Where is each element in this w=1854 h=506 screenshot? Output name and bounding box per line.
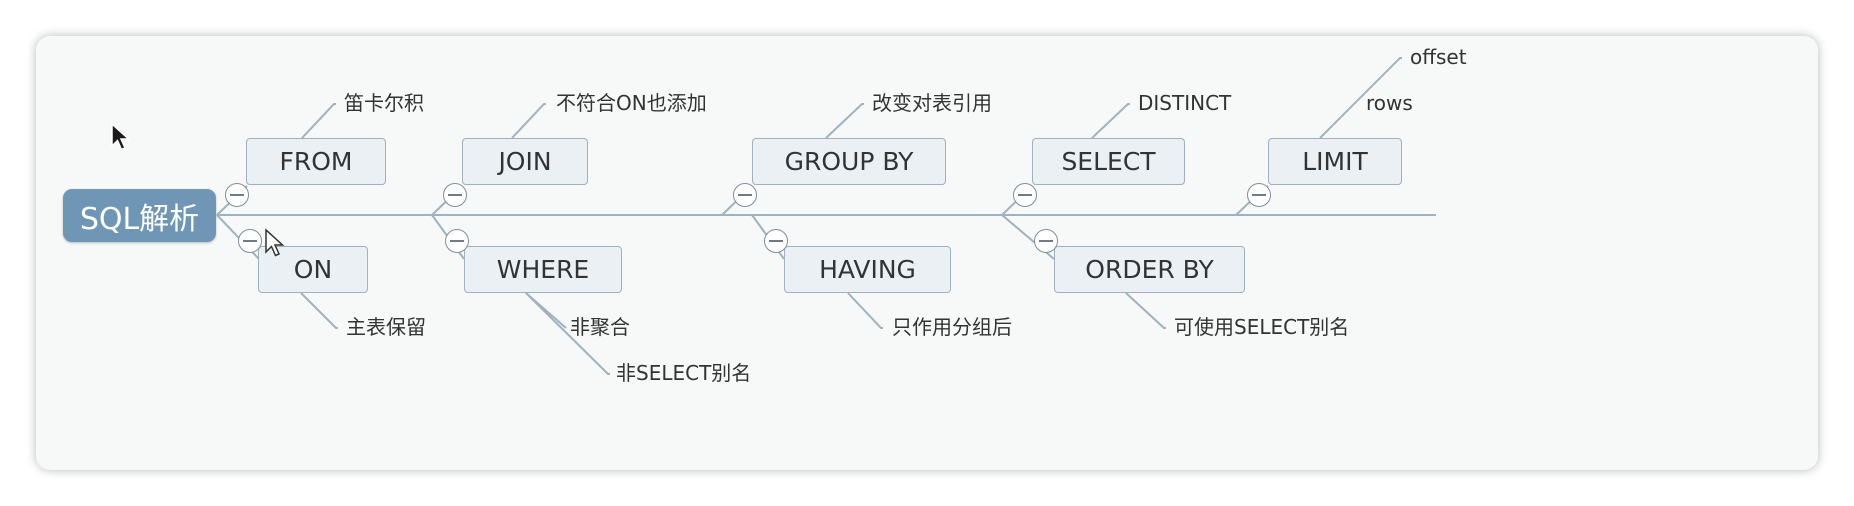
collapse-toggle-order-by[interactable] (1034, 229, 1058, 253)
leaf-line-where-2 (525, 292, 610, 375)
collapse-toggle-having[interactable] (764, 229, 788, 253)
leaf-line-group-by (825, 103, 864, 139)
note-order-by-alias: 可使用SELECT别名 (1174, 315, 1350, 339)
node-limit[interactable]: LIMIT (1268, 138, 1402, 185)
collapse-toggle-from[interactable] (225, 183, 249, 207)
node-join[interactable]: JOIN (462, 138, 588, 185)
note-select-distinct: DISTINCT (1138, 91, 1232, 115)
root-node[interactable]: SQL解析 (63, 189, 216, 242)
note-where-no-alias: 非SELECT别名 (616, 361, 752, 385)
node-having[interactable]: HAVING (784, 246, 951, 293)
collapse-toggle-where[interactable] (445, 229, 469, 253)
note-where-non-aggregate: 非聚合 (570, 315, 630, 339)
collapse-toggle-select[interactable] (1013, 183, 1037, 207)
leaf-line-select (1091, 103, 1130, 139)
collapse-toggle-join[interactable] (443, 183, 467, 207)
leaf-line-on (300, 292, 338, 329)
node-order-by[interactable]: ORDER BY (1054, 246, 1245, 293)
connector-lines (216, 57, 1436, 375)
note-from-cartesian: 笛卡尔积 (344, 91, 424, 115)
node-where[interactable]: WHERE (464, 246, 622, 293)
node-from[interactable]: FROM (246, 138, 386, 185)
leaf-line-having (847, 292, 883, 329)
leaf-line-join (511, 103, 546, 139)
note-join-add: 不符合ON也添加 (556, 91, 707, 115)
node-select[interactable]: SELECT (1032, 138, 1185, 185)
arrow-cursor-outline-icon (265, 228, 285, 257)
collapse-toggle-on[interactable] (238, 229, 262, 253)
note-having-after-group: 只作用分组后 (892, 315, 1012, 339)
note-limit-offset: offset (1410, 45, 1467, 69)
leaf-line-order-by (1125, 292, 1166, 329)
mindmap-canvas: SQL解析 FROM ON JOIN WHERE GROUP BY HAVING… (36, 36, 1818, 470)
leaf-line-from (301, 103, 336, 139)
note-on-keep-main: 主表保留 (346, 315, 426, 339)
arrow-cursor-icon (111, 122, 131, 151)
collapse-toggle-limit[interactable] (1247, 183, 1271, 207)
leaf-line-limit-offset (1319, 57, 1402, 139)
node-group-by[interactable]: GROUP BY (752, 138, 946, 185)
collapse-toggle-group-by[interactable] (733, 183, 757, 207)
note-group-by-ref: 改变对表引用 (872, 91, 992, 115)
note-limit-rows: rows (1366, 91, 1413, 115)
